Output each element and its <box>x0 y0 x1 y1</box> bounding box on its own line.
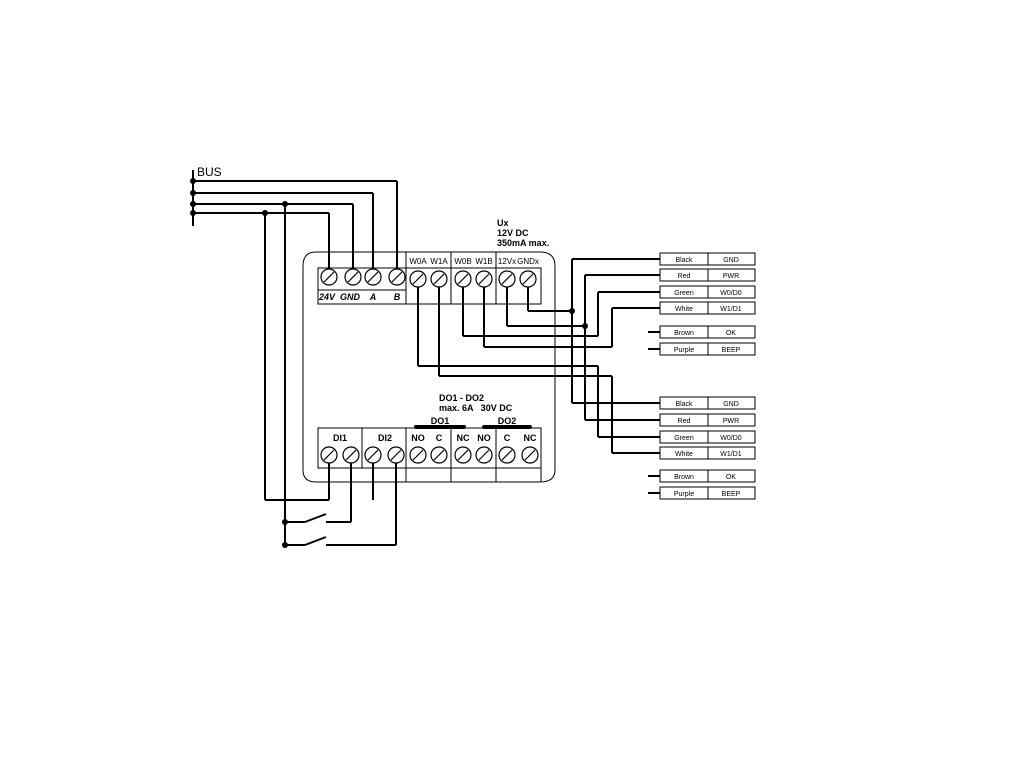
signal-label: W0/D0 <box>720 290 742 297</box>
reader-wiring <box>417 258 660 494</box>
reader-2-connector: Black GND Red PWR Green W0/D0 White W1/D… <box>659 396 756 500</box>
controller-enclosure <box>302 251 556 483</box>
wire-color-label: Red <box>678 418 691 425</box>
supply-note: Ux 12V DC 350mA max. <box>497 218 549 248</box>
outputs-title: DO1 - DO2 <box>439 393 484 403</box>
wire-color-label: Brown <box>674 330 694 337</box>
di1-contact <box>285 463 352 523</box>
supply-ux: Ux <box>497 218 509 228</box>
terminal-label-w0b: W0B <box>454 257 471 266</box>
terminal-label-24v: 24V <box>318 292 336 302</box>
signal-label: BEEP <box>722 491 741 498</box>
terminal-label-do2-no: NO <box>477 433 491 443</box>
bus-label: BUS <box>197 165 222 179</box>
outputs-rating: max. 6A 30V DC <box>439 403 513 413</box>
reader-1-row-green: Green W0/D0 <box>659 285 756 299</box>
reader-1-row-purple: Purple BEEP <box>659 342 756 356</box>
terminal-do2-c <box>498 446 516 464</box>
terminal-b <box>388 268 406 286</box>
terminal-w0b <box>454 270 472 288</box>
signal-label: OK <box>726 474 736 481</box>
reader-2-row-red: Red PWR <box>659 413 756 427</box>
wire-color-label: Purple <box>674 491 694 498</box>
terminal-di2-b <box>387 446 405 464</box>
reader-2-row-green: Green W0/D0 <box>659 430 756 444</box>
terminal-label-w1a: W1A <box>430 257 448 266</box>
wire-color-label: White <box>675 451 693 458</box>
reader-2-row-white: White W1/D1 <box>659 446 756 460</box>
bus: BUS <box>190 165 397 226</box>
terminal-label-b: B <box>394 292 401 302</box>
wire-color-label: Black <box>675 401 693 408</box>
terminal-label-12vx: 12Vx <box>498 257 516 266</box>
reader-1-row-brown: Brown OK <box>659 325 756 339</box>
terminal-24v <box>320 268 338 286</box>
terminal-12vx <box>498 270 516 288</box>
terminal-do2-no <box>475 446 493 464</box>
reader-2-row-black: Black GND <box>659 396 756 410</box>
wire-color-label: Black <box>675 257 693 264</box>
terminal-do1-c <box>430 446 448 464</box>
signal-label: OK <box>726 330 736 337</box>
terminal-gndx <box>519 270 537 288</box>
wire-color-label: Brown <box>674 474 694 481</box>
terminal-label-do2-c: C <box>504 433 511 443</box>
bus-drops <box>328 181 398 269</box>
bus-node <box>190 210 196 216</box>
bus-node <box>190 178 196 184</box>
controller: W0A W1A W0B W1B 12Vx GNDx 24V GND A B DI… <box>302 251 556 483</box>
signal-label: W0/D0 <box>720 435 742 442</box>
terminal-label-w1b: W1B <box>475 257 492 266</box>
reader-1-row-red: Red PWR <box>659 268 756 282</box>
reader-1-row-black: Black GND <box>659 252 756 266</box>
reader-1-row-white: White W1/D1 <box>659 301 756 315</box>
signal-label: BEEP <box>722 347 741 354</box>
wire-color-label: Green <box>674 290 694 297</box>
input-wiring <box>262 201 397 548</box>
terminal-group-di1: DI1 <box>333 433 347 443</box>
wire-color-label: Purple <box>674 347 694 354</box>
terminal-label-a: A <box>369 292 377 302</box>
terminal-do2-nc <box>521 446 539 464</box>
terminal-gnd <box>344 268 362 286</box>
terminal-label-do1-nc: NC <box>457 433 470 443</box>
signal-label: W1/D1 <box>720 451 742 458</box>
terminal-di2-a <box>364 446 382 464</box>
terminal-do1-no <box>409 446 427 464</box>
signal-label: W1/D1 <box>720 306 742 313</box>
terminal-label-do2-nc: NC <box>524 433 537 443</box>
di2-contact <box>285 463 397 546</box>
bus-node <box>190 190 196 196</box>
do1-group-label: DO1 <box>431 416 450 426</box>
terminal-group-di2: DI2 <box>378 433 392 443</box>
reader-2-row-purple: Purple BEEP <box>659 486 756 500</box>
terminal-label-gndx: GNDx <box>517 257 539 266</box>
wire-color-label: Red <box>678 273 691 280</box>
terminal-di1-b <box>342 446 360 464</box>
terminal-do1-nc <box>454 446 472 464</box>
top-terminal-strip <box>317 267 542 305</box>
terminal-label-w0a: W0A <box>409 257 427 266</box>
terminal-w1b <box>475 270 493 288</box>
terminal-label-gnd: GND <box>340 292 361 302</box>
bus-node <box>190 201 196 207</box>
reader-2-row-brown: Brown OK <box>659 469 756 483</box>
terminal-w0a <box>409 270 427 288</box>
terminal-a <box>364 268 382 286</box>
wire-color-label: White <box>675 306 693 313</box>
terminal-di1-a <box>320 446 338 464</box>
supply-voltage: 12V DC <box>497 228 529 238</box>
terminal-label-do1-c: C <box>436 433 443 443</box>
signal-label: GND <box>723 401 739 408</box>
terminal-label-do1-no: NO <box>411 433 425 443</box>
reader-1-connector: Black GND Red PWR Green W0/D0 White W1/D… <box>659 252 756 356</box>
supply-current: 350mA max. <box>497 238 549 248</box>
terminal-w1a <box>430 270 448 288</box>
do2-group-label: DO2 <box>498 416 517 426</box>
signal-label: PWR <box>723 273 739 280</box>
signal-label: GND <box>723 257 739 264</box>
signal-label: PWR <box>723 418 739 425</box>
wire-color-label: Green <box>674 435 694 442</box>
